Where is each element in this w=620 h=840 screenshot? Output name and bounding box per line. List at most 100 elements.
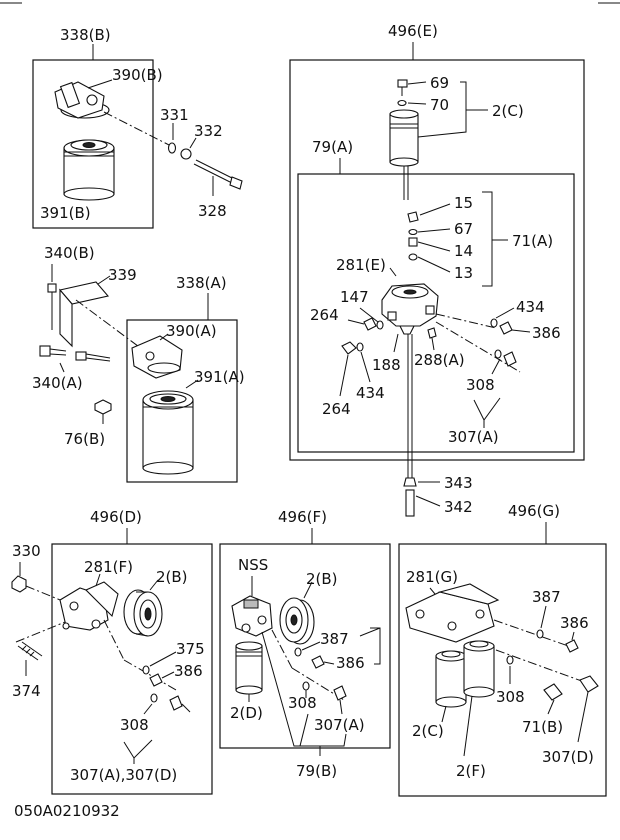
label-307d: 307(D) (542, 748, 594, 766)
bolt-76b (94, 399, 112, 424)
bolt-69 (397, 79, 408, 96)
bracket-339 (58, 281, 110, 348)
label-2c-g: 2(C) (412, 722, 444, 740)
label-2b-d: 2(B) (156, 568, 188, 586)
filter-cartridge-2c-top (389, 109, 419, 167)
sensor-307a-f (333, 685, 347, 701)
bolt-328 (193, 159, 243, 190)
label-2d: 2(D) (230, 704, 263, 722)
label-79b: 79(B) (296, 762, 337, 780)
label-13: 13 (454, 264, 473, 282)
label-374: 374 (12, 682, 41, 700)
hose-342 (405, 489, 415, 517)
label-308b: 308 (120, 716, 149, 734)
label-496d: 496(D) (90, 508, 142, 526)
bolt-340a (39, 345, 111, 362)
washer-387b (536, 629, 544, 639)
label-307a-b: 307(A) (314, 716, 365, 734)
filter-cartridge-2c-g (435, 650, 467, 708)
label-338b: 338(B) (60, 26, 111, 44)
label-308d: 308 (496, 688, 525, 706)
clamp-343 (403, 477, 417, 487)
label-308c: 308 (288, 694, 317, 712)
fitting-288a (427, 327, 437, 339)
box-496d (51, 543, 213, 795)
label-390b: 390(B) (112, 66, 163, 84)
washer-434a (490, 318, 498, 328)
bolt-386b (149, 673, 163, 687)
label-188: 188 (372, 356, 401, 374)
filter-head-281e (381, 283, 439, 335)
label-342: 342 (444, 498, 473, 516)
sensor-307ad (169, 695, 183, 711)
washer-375 (142, 665, 150, 675)
label-386a: 386 (532, 324, 561, 342)
label-332: 332 (194, 122, 223, 140)
bolt-264a (363, 317, 377, 331)
group-496d: 496(D) 330 374 281(F) (11, 508, 213, 795)
label-264b: 264 (322, 400, 351, 418)
sensor-307a (503, 351, 517, 367)
filter-head-390a (131, 335, 183, 379)
washer-331 (167, 142, 177, 154)
label-387b: 387 (532, 588, 561, 606)
label-391b: 391(B) (40, 204, 91, 222)
label-288a: 288(A) (414, 351, 465, 369)
washer-308c (302, 681, 310, 691)
box-496e (289, 59, 585, 461)
label-386d: 386 (560, 614, 589, 632)
label-434a: 434 (516, 298, 545, 316)
screw-15 (407, 211, 419, 223)
group-496g: 496(G) 281(G) 2(C) 2(F) (398, 502, 607, 797)
bolt-386c (311, 655, 325, 669)
sensor-307d (577, 675, 599, 743)
svg-text:264: 264 (310, 306, 339, 324)
label-69: 69 (430, 74, 449, 92)
label-338a: 338(A) (176, 274, 227, 292)
label-2b-f: 2(B) (306, 570, 338, 588)
filter-head-281f (59, 581, 119, 631)
bolt-386a (499, 321, 513, 335)
bolt-386d (565, 639, 579, 653)
label-2f: 2(F) (456, 762, 486, 780)
label-79a: 79(A) (312, 138, 353, 156)
label-71a: 71(A) (512, 232, 553, 250)
filter-cartridge-2b-f (279, 597, 315, 645)
label-343: 343 (444, 474, 473, 492)
sensor-71b (543, 683, 563, 715)
box-338a (126, 319, 238, 483)
label-375: 375 (176, 640, 205, 658)
label-67: 67 (454, 220, 473, 238)
drawing-code: 050A0210932 (14, 802, 120, 820)
filter-head-nss (231, 595, 273, 637)
box-79a (297, 173, 575, 453)
box-496f (219, 543, 391, 749)
label-308a: 308 (466, 376, 495, 394)
label-434b: 434 (356, 384, 385, 402)
label-147: 147 (340, 288, 369, 306)
label-496e: 496(E) (388, 22, 438, 40)
label-386c: 386 (336, 654, 365, 672)
label-387a: 387 (320, 630, 349, 648)
seal-13 (408, 253, 418, 261)
washer-332 (180, 148, 192, 160)
label-70: 70 (430, 96, 449, 114)
label-340b: 340(B) (44, 244, 95, 262)
label-2c-top: 2(C) (492, 102, 524, 120)
label-14: 14 (454, 242, 473, 260)
bolt-340b (47, 283, 57, 330)
label-328: 328 (198, 202, 227, 220)
filter-head-281g (405, 583, 500, 643)
label-390a: 390(A) (166, 322, 217, 340)
stud-374 (17, 641, 43, 661)
bolt-264b (341, 341, 357, 355)
group-338b: 338(B) 390(B) 391(B) 331 332 (32, 26, 243, 229)
filter-cartridge-391a (142, 390, 194, 475)
label-307ad: 307(A),307(D) (70, 766, 177, 784)
filter-cartridge-2f (463, 640, 495, 698)
group-338a: 340(B) 339 338(A) 340(A) (32, 244, 245, 483)
part-14 (408, 237, 418, 247)
label-391a: 391(A) (194, 368, 245, 386)
